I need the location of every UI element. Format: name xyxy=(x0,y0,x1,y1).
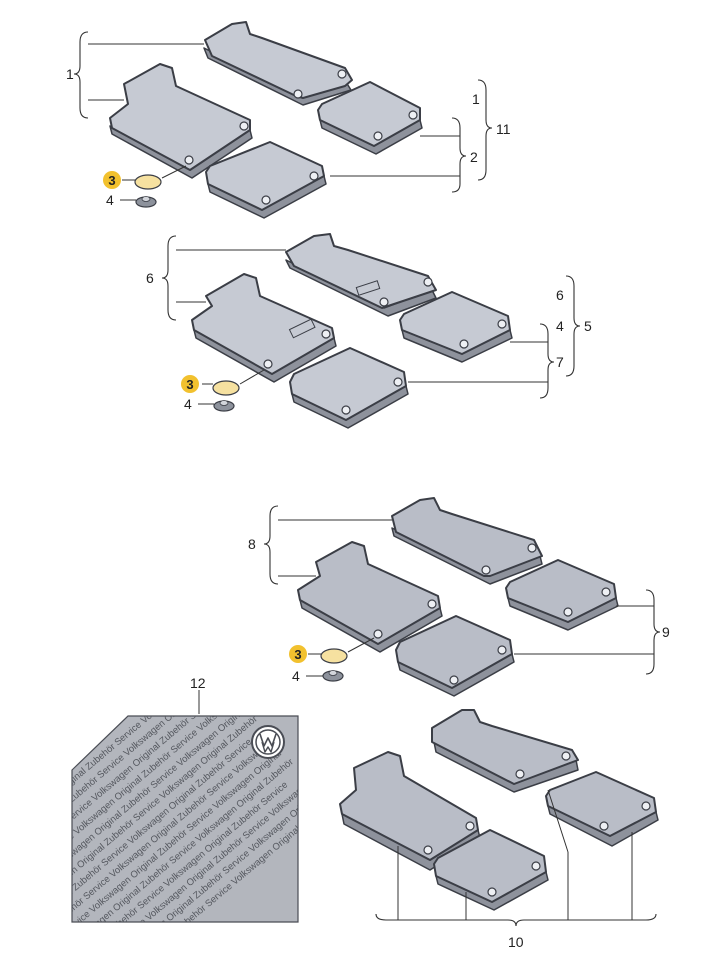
rear-mat-1 xyxy=(203,21,353,106)
callout-3-c: 3 xyxy=(294,647,301,662)
clip-cover-1 xyxy=(134,174,162,190)
clip-cover-3 xyxy=(320,648,348,664)
mat-set-4 xyxy=(339,709,659,927)
rear-mat-3 xyxy=(391,497,543,585)
callout-4-c: 4 xyxy=(292,668,300,684)
sticker-12: Service Volkswagen Original Zubehör Serv… xyxy=(71,690,299,923)
callout-8: 8 xyxy=(248,536,256,552)
callout-9: 9 xyxy=(662,624,670,640)
callout-4-b: 4 xyxy=(184,396,192,412)
front-left-mat-1 xyxy=(109,63,253,179)
callout-3-badge-a: 3 xyxy=(103,171,121,189)
callout-6-right: 6 xyxy=(556,287,564,303)
front-left-mat-3 xyxy=(297,541,443,653)
callout-2: 2 xyxy=(470,149,478,165)
callout-10: 10 xyxy=(508,934,524,950)
callout-7: 7 xyxy=(556,354,564,370)
callout-4-a: 4 xyxy=(106,192,114,208)
callout-3-a: 3 xyxy=(108,173,115,188)
front-right-mat-3 xyxy=(395,615,515,697)
mat-set-1 xyxy=(73,21,493,219)
rear-mat-4 xyxy=(431,709,579,793)
callout-3-badge-c: 3 xyxy=(289,645,307,663)
clip-cover-2 xyxy=(212,380,240,396)
rear-small-mat-4 xyxy=(545,771,659,847)
front-right-mat-4 xyxy=(433,829,549,911)
vw-logo-icon xyxy=(251,725,285,759)
callout-6-left: 6 xyxy=(146,270,154,286)
front-right-mat-1 xyxy=(205,141,327,219)
mat-set-2 xyxy=(161,233,581,429)
rear-small-mat-3 xyxy=(505,559,619,631)
callout-12: 12 xyxy=(190,675,206,691)
callout-3-b: 3 xyxy=(186,377,193,392)
front-left-mat-2 xyxy=(191,273,337,383)
front-right-mat-2 xyxy=(289,347,409,429)
callout-1-right: 1 xyxy=(472,91,480,107)
callout-11: 11 xyxy=(496,121,511,137)
rear-small-mat-2 xyxy=(399,291,513,363)
rear-small-mat-1 xyxy=(317,81,423,155)
callout-3-badge-b: 3 xyxy=(181,375,199,393)
callout-5: 5 xyxy=(584,318,592,334)
callout-1-left: 1 xyxy=(66,66,74,82)
rear-mat-2 xyxy=(285,233,437,317)
callout-4-mid: 4 xyxy=(556,318,564,334)
mat-set-3 xyxy=(263,497,661,697)
